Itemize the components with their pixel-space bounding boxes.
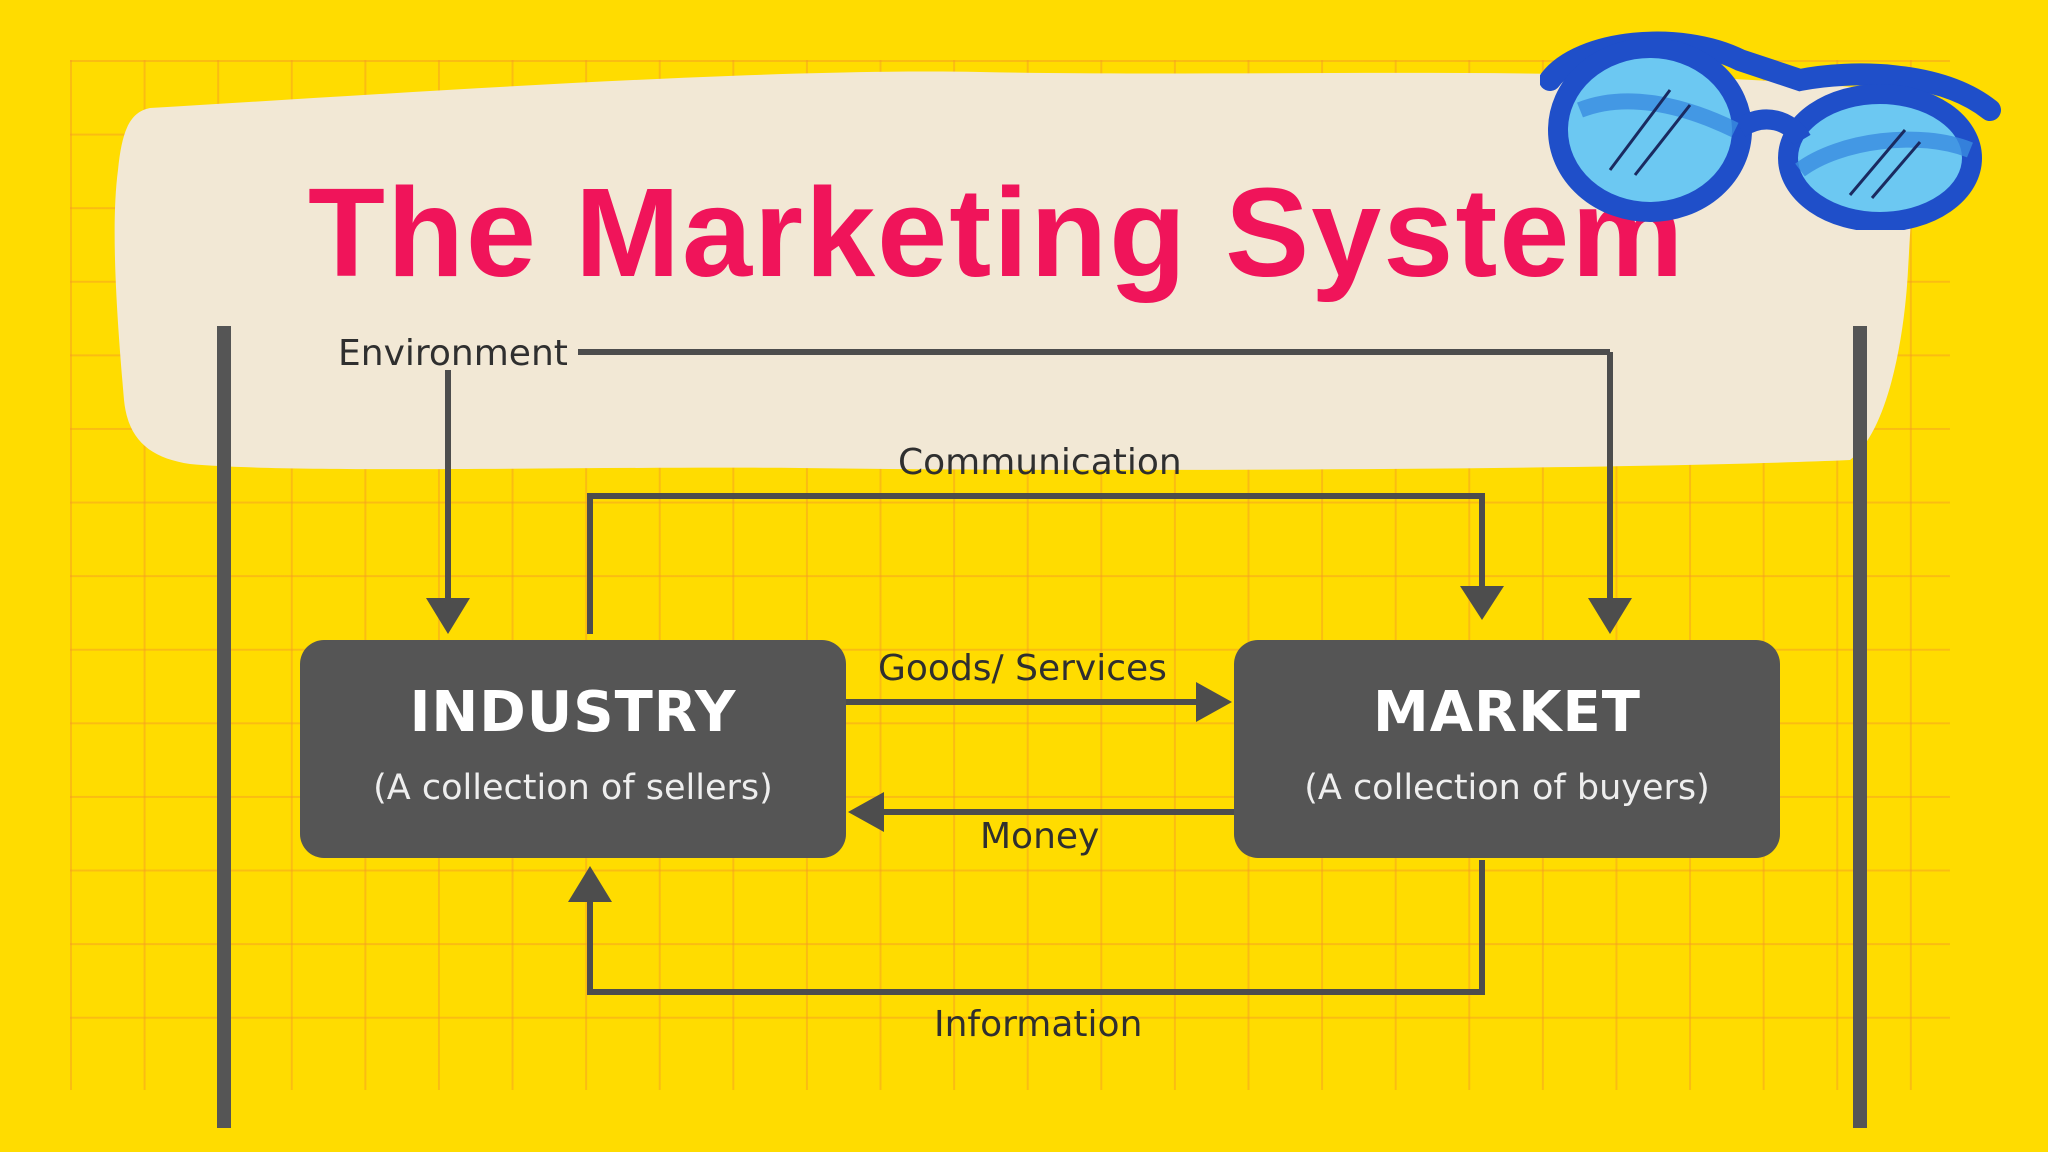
- goods-services-arrowhead: [1196, 682, 1232, 722]
- sunglasses-icon: [1540, 31, 2001, 230]
- information-arrow: [587, 860, 1485, 995]
- industry-name: INDUSTRY: [409, 680, 737, 745]
- money-label: Money: [980, 816, 1100, 857]
- communication-arrowhead: [1460, 586, 1504, 620]
- goods-services-label: Goods/ Services: [878, 648, 1167, 689]
- information-arrowhead: [568, 866, 612, 902]
- environment-arrowhead-industry: [426, 598, 470, 634]
- environment-arrow: [445, 349, 1613, 600]
- money-arrowhead: [848, 792, 884, 832]
- environment-arrowhead-market: [1588, 598, 1632, 634]
- environment-label: Environment: [338, 333, 568, 374]
- market-name: MARKET: [1372, 680, 1642, 745]
- industry-box: INDUSTRY (A collection of sellers): [300, 640, 846, 858]
- communication-arrow: [587, 493, 1485, 634]
- market-box: MARKET (A collection of buyers): [1234, 640, 1780, 858]
- industry-description: (A collection of sellers): [373, 768, 773, 808]
- information-label: Information: [934, 1004, 1143, 1045]
- market-description: (A collection of buyers): [1304, 768, 1710, 808]
- title-text: The Marketing System: [308, 162, 1686, 303]
- communication-label: Communication: [898, 442, 1182, 483]
